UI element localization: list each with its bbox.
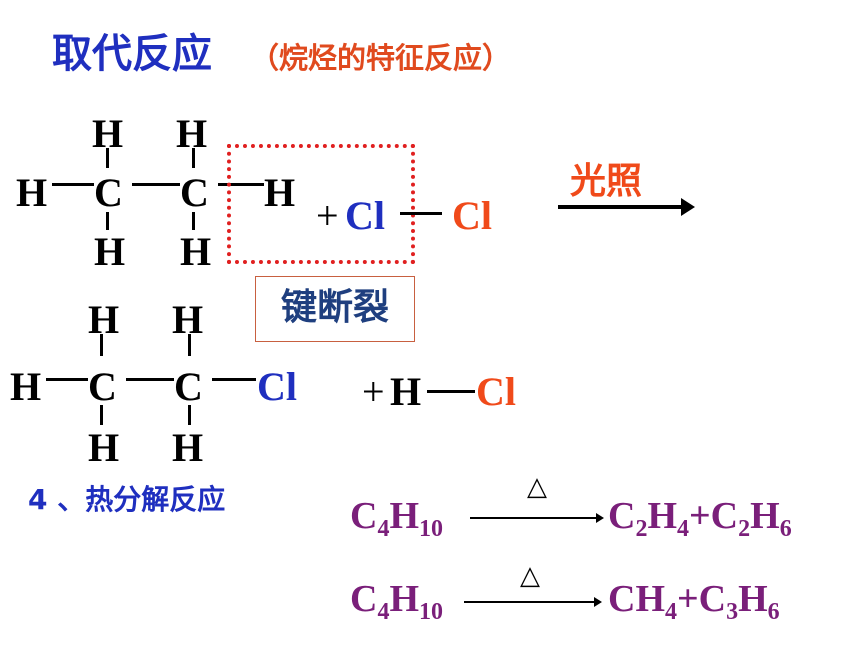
ethane-bond-c1-c2 bbox=[132, 183, 180, 186]
chloroethane-h-top-right: H bbox=[172, 297, 204, 342]
reaction-1-heat-symbol: △ bbox=[527, 472, 547, 502]
chloroethane-c2: C bbox=[174, 364, 203, 409]
chlorine-plus: + bbox=[316, 193, 339, 238]
chloroethane-c1: C bbox=[88, 364, 117, 409]
ethane-h-left: H bbox=[16, 170, 48, 215]
page-title: 取代反应 bbox=[52, 31, 212, 77]
section-heading-thermal-decomposition: 4 、热分解反应 bbox=[28, 483, 226, 516]
chlorine-bond bbox=[400, 212, 442, 215]
ethane-bond-h-c1 bbox=[52, 183, 94, 186]
reaction-2-products: CH4+C3H6 bbox=[608, 578, 780, 625]
reaction-1-arrow bbox=[470, 514, 604, 522]
ethane-bond-c2-bottom bbox=[192, 212, 195, 230]
chloroethane-bond-c1-top bbox=[100, 334, 103, 356]
ethane-h-bottom-left: H bbox=[94, 229, 126, 274]
chlorine-cl-left: Cl bbox=[345, 193, 385, 238]
reaction-1-reactant: C4H10 bbox=[350, 495, 444, 542]
reaction-2-reactant: C4H10 bbox=[350, 578, 444, 625]
reaction-2-arrow bbox=[464, 598, 602, 606]
reaction-2-heat-symbol: △ bbox=[520, 561, 540, 591]
chloroethane-cl: Cl bbox=[257, 364, 297, 409]
ethane-h-right: H bbox=[264, 170, 296, 215]
hcl-cl: Cl bbox=[476, 369, 516, 414]
chloroethane-bond-c1-bottom bbox=[100, 405, 103, 425]
chloroethane-bond-c2-top bbox=[188, 334, 191, 356]
chloroethane-h-bottom-right: H bbox=[172, 425, 204, 470]
ethane-c1: C bbox=[94, 170, 123, 215]
chloroethane-bond-c2-cl bbox=[212, 378, 256, 381]
ethane-bond-c1-top bbox=[106, 148, 109, 168]
ethane-h-top-left: H bbox=[92, 111, 124, 156]
chloroethane-bond-c1-c2 bbox=[126, 378, 174, 381]
hcl-h: H bbox=[390, 369, 422, 414]
ethane-bond-c2-top bbox=[192, 148, 195, 168]
chloroethane-h-bottom-left: H bbox=[88, 425, 120, 470]
ethane-bond-c1-bottom bbox=[106, 212, 109, 230]
reaction-arrow bbox=[558, 198, 695, 216]
hcl-plus: + bbox=[362, 369, 385, 414]
ethane-h-bottom-right: H bbox=[180, 229, 212, 274]
chlorine-cl-right: Cl bbox=[452, 193, 492, 238]
light-condition-label: 光照 bbox=[570, 161, 643, 202]
chloroethane-bond-h-c1 bbox=[46, 378, 88, 381]
ethane-c2: C bbox=[180, 170, 209, 215]
bond-break-highlight-box bbox=[227, 144, 415, 264]
chloroethane-h-top-left: H bbox=[88, 297, 120, 342]
hcl-bond bbox=[427, 390, 475, 393]
reaction-1-products: C2H4+C2H6 bbox=[608, 495, 792, 542]
ethane-h-top-right: H bbox=[176, 111, 208, 156]
chloroethane-h-left: H bbox=[10, 364, 42, 409]
page-subtitle: （烷烃的特征反应） bbox=[250, 41, 512, 75]
bond-break-label: 键断裂 bbox=[255, 276, 415, 342]
chloroethane-bond-c2-bottom bbox=[188, 405, 191, 425]
ethane-bond-c2-h bbox=[218, 183, 264, 186]
